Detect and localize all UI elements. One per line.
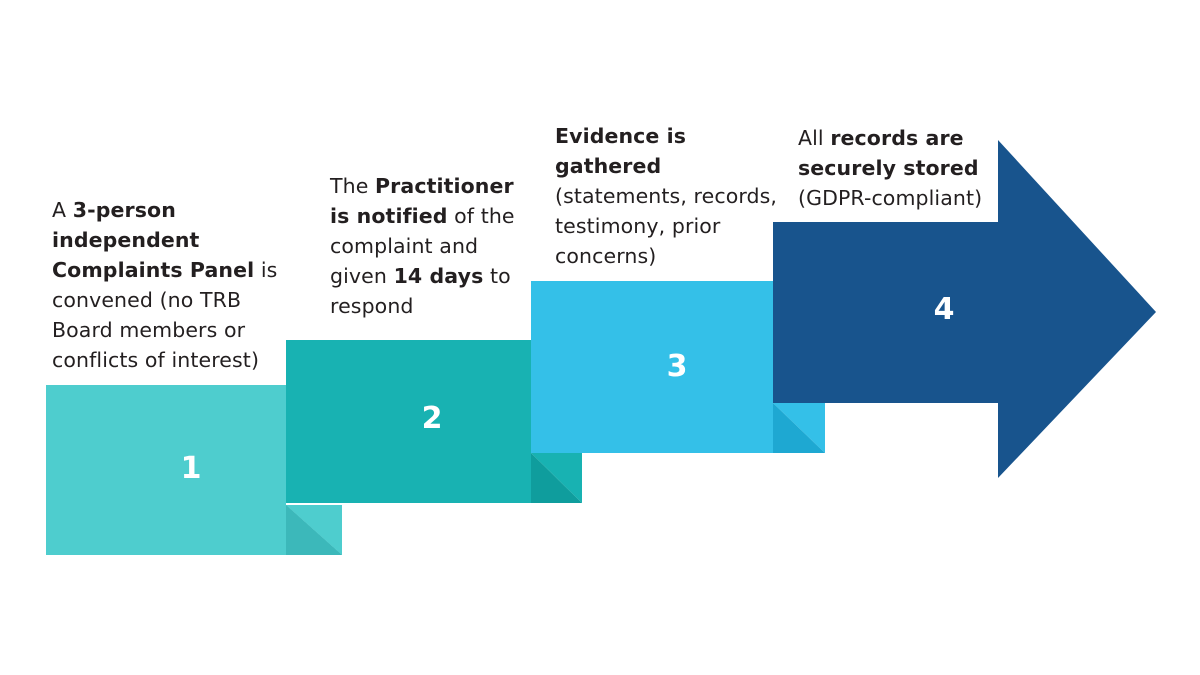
step-2-body	[286, 340, 531, 503]
step-3-fold-icon	[773, 403, 825, 453]
step-4-arrow-icon	[773, 140, 1156, 478]
step-1-number: 1	[180, 451, 202, 486]
step-3-number: 3	[666, 349, 688, 384]
step-4-caption: All records are securely stored (GDPR-co…	[798, 126, 983, 210]
step-2-caption: The Practitioner is notified of the comp…	[330, 174, 515, 318]
step-2-fold-icon	[531, 453, 582, 503]
step-4-shape[interactable]	[773, 140, 1156, 478]
step-3-body	[531, 281, 773, 453]
step-3-shape[interactable]	[531, 281, 825, 453]
step-1-caption: A 3-person independent Complaints Panel …	[52, 198, 278, 372]
step-3-caption: Evidence is gathered (statements, record…	[555, 124, 778, 268]
step-1-shape[interactable]	[46, 385, 342, 555]
step-2-number: 2	[421, 401, 443, 436]
step-4-number: 4	[933, 292, 955, 327]
step-2-shape[interactable]	[286, 340, 582, 503]
step-1-body	[46, 385, 286, 555]
step-1-fold-lower	[286, 505, 342, 555]
